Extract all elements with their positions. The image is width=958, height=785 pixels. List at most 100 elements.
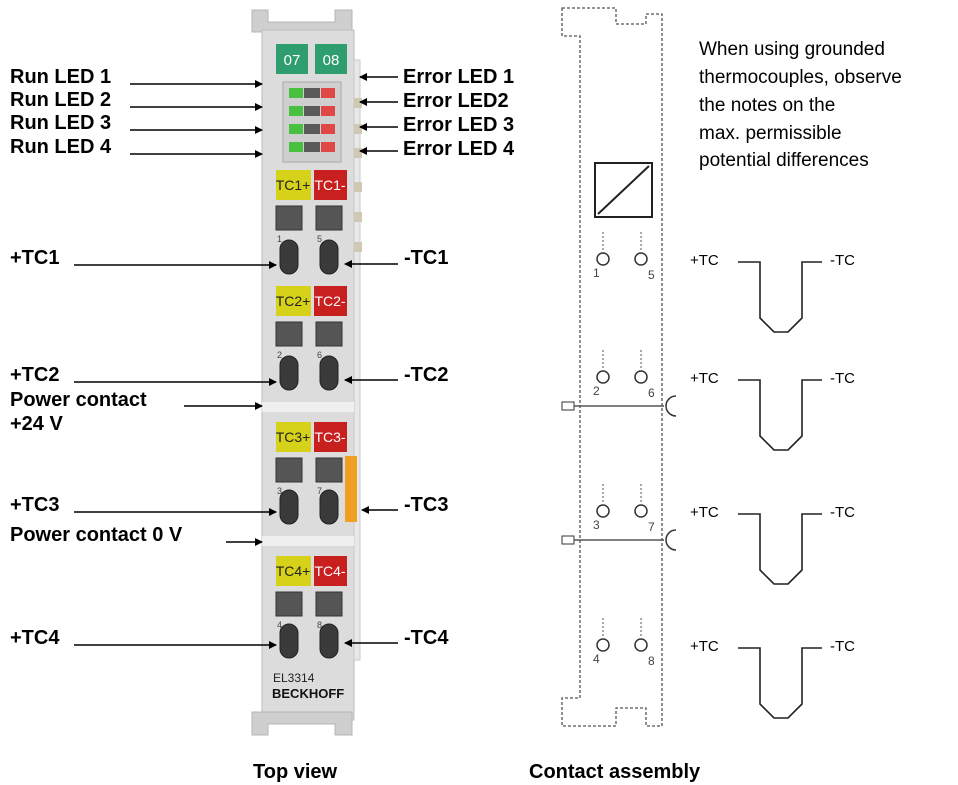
error-led-4-indicator (321, 142, 335, 152)
tag-tc2-plus-box (276, 286, 311, 316)
contact-pin-6 (634, 370, 648, 384)
led-row-2 (289, 106, 335, 116)
contact-pin-3 (596, 504, 610, 518)
label-tc2-plus: +TC2 (10, 364, 59, 386)
label-error-led-2: Error LED2 (403, 90, 509, 112)
contact-pin-4 (596, 638, 610, 652)
error-led-2-indicator (321, 106, 335, 116)
contact-pin-5 (634, 252, 648, 266)
release-button-5[interactable] (315, 205, 343, 231)
release-button-2[interactable] (275, 321, 303, 347)
thermocouple-2-plus: +TC (690, 370, 719, 387)
tag-tc4-minus: TC4- (314, 563, 345, 579)
label-power-contact-24v-line1: Power contact (10, 389, 147, 411)
contact-assembly-schematic: 1 5 2 6 3 7 4 8 (561, 7, 677, 727)
channel-box-a (276, 44, 308, 74)
error-led-1-indicator (321, 88, 335, 98)
led-row-3 (289, 124, 335, 134)
power-rail-terminal-2 (561, 535, 575, 545)
label-tc2-minus: -TC2 (404, 364, 448, 386)
tag-tc1-minus: TC1- (314, 177, 345, 193)
contact-pin-1 (596, 252, 610, 266)
channel-label-b: 08 (323, 52, 340, 69)
run-led-1-indicator (289, 88, 303, 98)
tag-tc2-minus-box (314, 286, 347, 316)
label-power-contact-24v-line2: +24 V (10, 413, 63, 435)
label-run-led-4: Run LED 4 (10, 136, 112, 158)
terminal-number-2: 2 (277, 350, 282, 360)
thermocouple-2: +TC -TC (690, 370, 855, 451)
right-callouts: Error LED 1 Error LED2 Error LED 3 Error… (344, 66, 515, 649)
tag-tc4-plus: TC4+ (276, 563, 311, 579)
terminal-number-5: 5 (317, 234, 322, 244)
contact-pin-2-label: 2 (593, 384, 600, 398)
label-run-led-2: Run LED 2 (10, 89, 111, 111)
contact-pin-2 (596, 370, 610, 384)
wire-entry-3[interactable] (279, 489, 299, 525)
note-line-1: When using grounded (699, 39, 885, 60)
caption-contact-assembly: Contact assembly (529, 761, 701, 783)
label-tc3-plus: +TC3 (10, 494, 59, 516)
error-led-3-indicator (321, 124, 335, 134)
module-side-edge (353, 59, 361, 661)
label-error-led-4: Error LED 4 (403, 138, 515, 160)
contact-pin-4-label: 4 (593, 652, 600, 666)
label-run-led-1: Run LED 1 (10, 66, 111, 88)
schematic-outline (561, 7, 663, 727)
terminal-number-6: 6 (317, 350, 322, 360)
note-line-2: thermocouples, observe (699, 67, 902, 88)
label-tc3-minus: -TC3 (404, 494, 448, 516)
module-model: EL3314 (273, 671, 315, 685)
module-brand: BECKHOFF (272, 686, 344, 701)
thermocouple-symbols: +TC -TC +TC -TC +TC -TC +TC -TC (690, 252, 855, 719)
caption-top-view: Top view (253, 761, 338, 783)
release-button-7[interactable] (315, 457, 343, 483)
led-row-1 (289, 88, 335, 98)
thermocouple-3-plus: +TC (690, 504, 719, 521)
wire-entry-6[interactable] (319, 355, 339, 391)
terminal-number-3: 3 (277, 486, 282, 496)
terminal-number-4: 4 (277, 620, 282, 630)
tag-tc1-minus-box (314, 170, 347, 200)
thermocouple-1: +TC -TC (690, 252, 855, 333)
label-tc4-minus: -TC4 (404, 627, 449, 649)
label-tc4-plus: +TC4 (10, 627, 60, 649)
module-bottom-latch (251, 711, 353, 736)
wire-entry-1[interactable] (279, 239, 299, 275)
note-line-3: the notes on the (699, 95, 835, 116)
run-led-4-indicator (289, 142, 303, 152)
tag-tc3-minus: TC3- (314, 429, 345, 445)
contact-pin-8-label: 8 (648, 654, 655, 668)
contact-pin-7 (634, 504, 648, 518)
tag-tc3-plus-box (276, 422, 311, 452)
module-top-latch (251, 9, 353, 33)
tag-tc1-plus: TC1+ (276, 177, 311, 193)
power-contact-strip (345, 456, 357, 522)
note-line-4: max. permissible (699, 123, 842, 144)
run-led-2-indicator (289, 106, 303, 116)
wire-entry-2[interactable] (279, 355, 299, 391)
contact-pin-1-label: 1 (593, 266, 600, 280)
release-button-1[interactable] (275, 205, 303, 231)
wire-entry-8[interactable] (319, 623, 339, 659)
release-button-4[interactable] (275, 591, 303, 617)
release-button-6[interactable] (315, 321, 343, 347)
power-rail-terminal-1 (561, 401, 575, 411)
thermocouple-4-plus: +TC (690, 638, 719, 655)
tag-tc2-minus: TC2- (314, 293, 345, 309)
label-tc1-plus: +TC1 (10, 247, 59, 269)
release-button-8[interactable] (315, 591, 343, 617)
contact-pin-7-label: 7 (648, 520, 655, 534)
wire-entry-7[interactable] (319, 489, 339, 525)
wire-entry-4[interactable] (279, 623, 299, 659)
run-led-3-indicator (289, 124, 303, 134)
release-button-3[interactable] (275, 457, 303, 483)
label-error-led-3: Error LED 3 (403, 114, 514, 136)
grounding-note: When using grounded thermocouples, obser… (699, 39, 902, 171)
wire-entry-5[interactable] (319, 239, 339, 275)
label-run-led-3: Run LED 3 (10, 112, 111, 134)
thermocouple-1-minus: -TC (830, 252, 855, 269)
thermocouple-1-plus: +TC (690, 252, 719, 269)
terminal-number-7: 7 (317, 486, 322, 496)
tag-tc2-plus: TC2+ (276, 293, 311, 309)
